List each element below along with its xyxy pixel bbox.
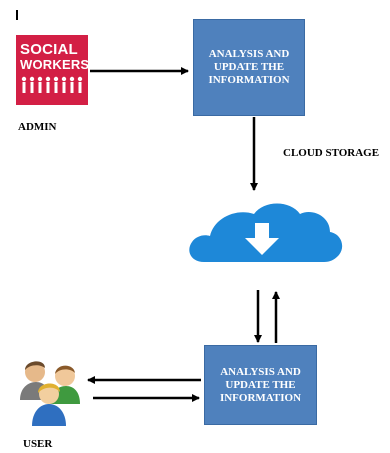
bottom-box-line-1: ANALYSIS AND <box>220 365 301 378</box>
text-cursor <box>16 10 18 20</box>
top-analysis-box: ANALYSIS AND UPDATE THE INFORMATION <box>193 19 305 116</box>
top-box-line-1: ANALYSIS AND <box>208 48 290 60</box>
bottom-box-line-3: INFORMATION <box>219 391 302 404</box>
cloud-storage-label: CLOUD STORAGE <box>283 147 380 159</box>
user-group-icon <box>20 361 80 426</box>
cloud-download-icon <box>189 203 343 262</box>
top-box-line-3: INFORMATION <box>208 74 290 86</box>
logo-line-2: WORKERS <box>20 57 90 72</box>
admin-label: ADMIN <box>18 121 57 133</box>
user-label: USER <box>23 438 53 450</box>
top-box-line-2: UPDATE THE <box>213 61 285 73</box>
bottom-analysis-box: ANALYSIS AND UPDATE THE INFORMATION <box>204 345 317 425</box>
bottom-box-line-2: UPDATE THE <box>225 378 296 391</box>
logo-figures <box>21 76 83 93</box>
social-workers-logo: SOCIAL WORKERS <box>16 35 90 105</box>
logo-line-1: SOCIAL <box>20 41 78 58</box>
